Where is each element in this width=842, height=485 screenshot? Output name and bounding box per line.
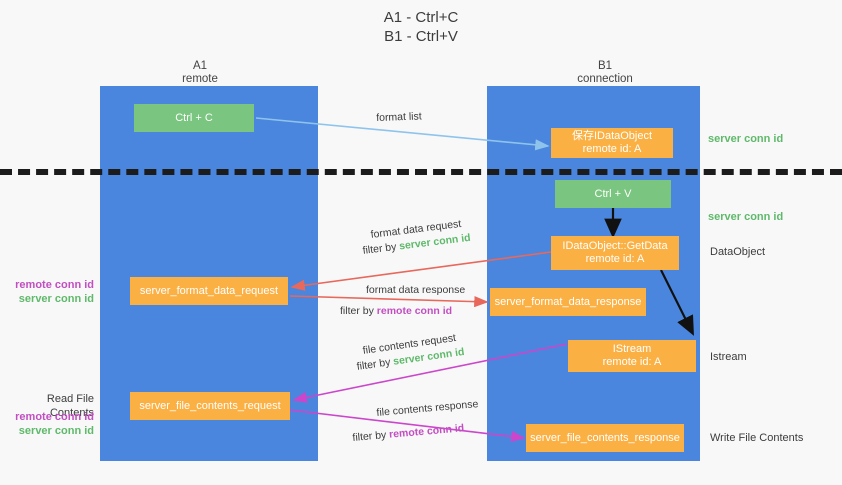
lane-header-b1-sub: connection — [577, 73, 633, 85]
edge-file-contents-response — [289, 409, 526, 443]
caption-format-data-response-filter: filter by remote conn id — [340, 305, 452, 318]
edge-file-contents-request — [292, 343, 568, 403]
node-ctrl-v[interactable]: Ctrl + V — [555, 180, 671, 208]
node-idataobject-getdata-line2: remote id: A — [585, 253, 645, 265]
node-ctrl-c-label: Ctrl + C — [175, 111, 213, 124]
node-ctrl-v-label: Ctrl + V — [594, 187, 632, 200]
node-server-file-contents-response[interactable]: server_file_contents_response — [526, 424, 684, 452]
node-save-idataobject-line1: 保存IDataObject — [571, 130, 653, 142]
node-idataobject-getdata[interactable]: IDataObject::GetData remote id: A — [551, 236, 679, 270]
right-label-istream: Istream — [710, 351, 747, 363]
left-label-server-conn-id-2: server conn id — [18, 425, 94, 437]
node-ctrl-c[interactable]: Ctrl + C — [134, 104, 254, 132]
right-label-dataobject: DataObject — [710, 246, 766, 258]
node-server-file-contents-response-label: server_file_contents_response — [530, 431, 680, 444]
caption-format-data-response: format data response — [366, 284, 466, 296]
caption-file-contents-response-filter-prefix: filter by — [352, 428, 390, 444]
node-istream-line1: IStream — [612, 343, 652, 355]
edge-format-list — [255, 117, 550, 151]
node-server-file-contents-request[interactable]: server_file_contents_request — [130, 392, 290, 420]
node-server-format-data-response[interactable]: server_format_data_response — [490, 288, 646, 316]
phase-divider — [0, 169, 842, 175]
node-server-file-contents-request-label: server_file_contents_request — [139, 399, 281, 412]
lane-header-a1-name: A1 — [192, 60, 208, 72]
caption-format-list: format list — [376, 110, 422, 124]
right-label-server-conn-id-second: server conn id — [708, 211, 784, 223]
right-label-server-conn-id-top: server conn id — [708, 133, 784, 145]
page-title: A1 - Ctrl+C B1 - Ctrl+V — [0, 8, 842, 46]
lane-header-a1-sub: remote — [182, 73, 218, 85]
caption-format-data-response-filter-prefix: filter by — [340, 305, 377, 317]
node-istream-line2: remote id: A — [602, 356, 662, 368]
node-save-idataobject-line2: remote id: A — [582, 143, 642, 155]
title-line-1: A1 - Ctrl+C — [383, 9, 459, 26]
node-server-format-data-request-label: server_format_data_request — [139, 284, 279, 297]
edge-format-data-request — [290, 251, 552, 291]
node-server-format-data-response-label: server_format_data_response — [494, 295, 642, 308]
edge-getdata-to-istream — [660, 269, 694, 336]
left-label-remote-conn-id-1: remote conn id — [15, 279, 94, 291]
node-istream[interactable]: IStream remote id: A — [568, 340, 696, 372]
lane-header-a1: A1 remote — [120, 60, 280, 86]
edge-format-data-response — [289, 295, 489, 308]
node-idataobject-getdata-line1: IDataObject::GetData — [562, 240, 668, 252]
left-label-remote-conn-id-2: remote conn id — [15, 411, 94, 423]
lane-header-b1: B1 connection — [525, 60, 685, 86]
title-line-2: B1 - Ctrl+V — [384, 28, 458, 45]
lane-header-b1-name: B1 — [597, 60, 613, 72]
node-server-format-data-request[interactable]: server_format_data_request — [130, 277, 288, 305]
left-label-read-file-contents: Read File Contents — [46, 393, 94, 419]
caption-format-data-response-filter-value: remote conn id — [376, 305, 453, 317]
left-label-server-conn-id-1: server conn id — [18, 293, 94, 305]
node-save-idataobject[interactable]: 保存IDataObject remote id: A — [551, 128, 673, 158]
right-label-write-file-contents: Write File Contents — [710, 432, 804, 444]
